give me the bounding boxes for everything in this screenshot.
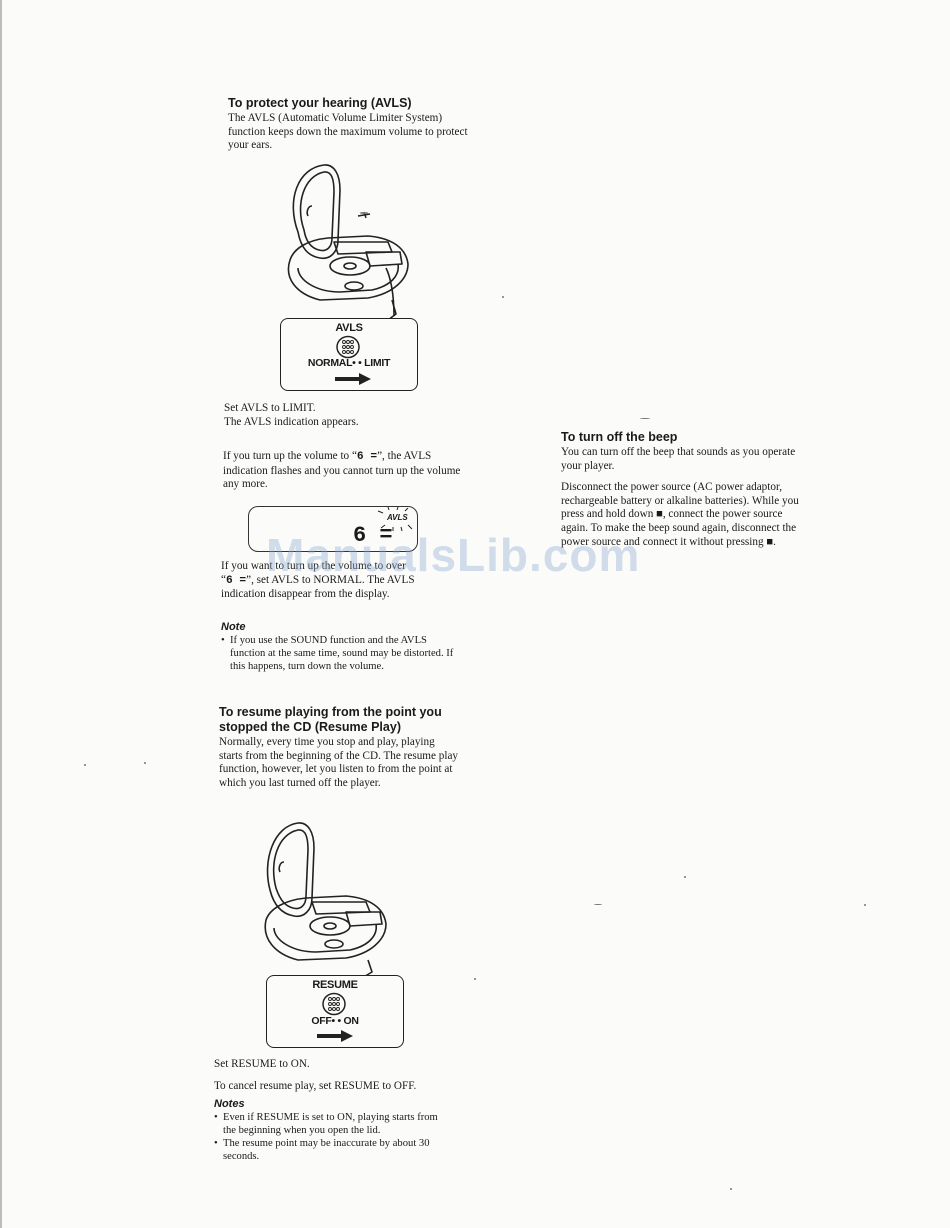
resume-cancel-text: To cancel resume play, set RESUME to OFF… xyxy=(214,1079,417,1092)
avls-display-illustration: 6 = AVLS xyxy=(248,506,418,552)
scan-speck xyxy=(864,904,866,906)
scan-speck xyxy=(594,904,602,905)
scan-speck xyxy=(360,212,368,214)
resume-notes: Notes Even if RESUME is set to ON, playi… xyxy=(214,1097,450,1163)
cd-player-resume-illustration xyxy=(264,822,387,979)
avls-normal-text-a: If you want to turn up the volume to ove… xyxy=(221,560,406,572)
arrow-right-icon xyxy=(335,373,371,385)
volume-level-symbol: 6 = xyxy=(356,451,378,463)
avls-step-text: Set AVLS to LIMIT. xyxy=(224,402,316,414)
page-edge xyxy=(0,0,2,1228)
resume-note-list: Even if RESUME is set to ON, playing sta… xyxy=(214,1111,450,1163)
beep-body: Disconnect the power source (AC power ad… xyxy=(561,481,799,548)
resume-notes-title: Notes xyxy=(214,1098,245,1110)
avls-turn-up-text-a: If you turn up the volume to “ xyxy=(223,450,357,462)
display-avls-indicator: AVLS xyxy=(387,513,408,522)
scan-speck xyxy=(144,762,146,764)
scan-speck xyxy=(84,764,86,766)
avls-switch-positions: NORMAL• • LIMIT xyxy=(307,357,391,369)
avls-normal: If you want to turn up the volume to ove… xyxy=(221,560,415,601)
resume-switch-callout: RESUME OFF• • ON xyxy=(266,975,404,1048)
avls-intro: The AVLS (Automatic Volume Limiter Syste… xyxy=(228,112,468,152)
resume-switch-label: RESUME xyxy=(312,979,358,991)
arrow-right-icon xyxy=(317,1030,353,1042)
avls-step: Set AVLS to LIMIT. The AVLS indication a… xyxy=(224,402,464,429)
resume-intro: Normally, every time you stop and play, … xyxy=(219,736,459,789)
flash-rays-icon xyxy=(377,507,413,532)
scan-speck xyxy=(502,296,504,298)
avls-normal-text-b: ”, set AVLS to NORMAL. The AVLS indicati… xyxy=(221,573,415,601)
avls-note-list: If you use the SOUND function and the AV… xyxy=(221,634,457,673)
resume-note-item: Even if RESUME is set to ON, playing sta… xyxy=(214,1111,450,1137)
display-digits: 6 = xyxy=(353,523,393,548)
avls-switch-knob-icon xyxy=(336,335,360,359)
avls-note: Note If you use the SOUND function and t… xyxy=(221,620,457,673)
scan-speck xyxy=(640,418,650,419)
resume-heading: To resume playing from the point you sto… xyxy=(219,705,442,734)
avls-switch-callout: AVLS NORMAL• • LIMIT xyxy=(280,318,418,391)
avls-heading: To protect your hearing (AVLS) xyxy=(228,96,412,110)
scan-speck xyxy=(474,978,476,980)
avls-turn-up-text-b: ”, the AVLS indication flashes and you c… xyxy=(223,450,461,491)
cd-player-avls-illustration xyxy=(287,164,409,321)
resume-switch-positions: OFF• • ON xyxy=(311,1015,359,1027)
resume-step-text: Set RESUME to ON. xyxy=(214,1058,310,1070)
avls-section: To protect your hearing (AVLS) The AVLS … xyxy=(228,96,468,153)
scan-speck xyxy=(684,876,686,878)
volume-level-symbol-2: 6 = xyxy=(225,574,247,587)
resume-switch-knob-icon xyxy=(322,992,346,1016)
resume-note-item: The resume point may be inaccurate by ab… xyxy=(214,1137,450,1163)
avls-step-result: The AVLS indication appears. xyxy=(224,415,359,428)
resume-section: To resume playing from the point you sto… xyxy=(219,705,459,790)
beep-section: To turn off the beep You can turn off th… xyxy=(561,430,801,549)
beep-intro: You can turn off the beep that sounds as… xyxy=(561,446,796,472)
avls-switch-label: AVLS xyxy=(335,322,363,334)
scan-speck xyxy=(730,1188,732,1190)
avls-note-title: Note xyxy=(221,621,246,633)
avls-note-item: If you use the SOUND function and the AV… xyxy=(221,634,457,673)
resume-steps: Set RESUME to ON. To cancel resume play,… xyxy=(214,1058,464,1093)
beep-heading: To turn off the beep xyxy=(561,430,678,444)
avls-turn-up: If you turn up the volume to “6 =”, the … xyxy=(223,450,463,492)
